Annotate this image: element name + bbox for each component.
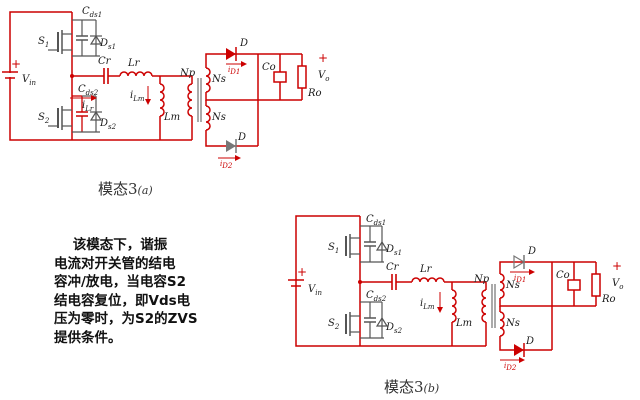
label-lr-b: Lr (419, 264, 433, 275)
description-line: 结电容复位，即Vds电 (54, 292, 191, 309)
label-ds2-a: Ds2 (99, 118, 117, 131)
description-line: 容冲/放电，当电容S2 (54, 274, 187, 290)
label-cr-a: Cr (98, 56, 112, 67)
inductor-lm-a (159, 83, 165, 117)
label-d2-b: D (525, 336, 534, 347)
mode-description: 该模态下，谐振 电流对开关管的结电 容冲/放电，当电容S2 结电容复位，即Vds… (54, 236, 240, 347)
inductor-lr-a (119, 71, 153, 77)
inductor-np-a (187, 83, 193, 117)
label-s1-a: S1 (38, 36, 49, 49)
svg-text:+: + (297, 265, 307, 279)
label-s1-b: S1 (328, 242, 339, 255)
resistor-ro-b (591, 262, 601, 306)
switch-s1-b (345, 234, 360, 258)
vin-source-a (2, 71, 18, 79)
diode-d1-b (513, 254, 526, 270)
inductor-ns2-b (499, 311, 505, 337)
label-ro-b: Ro (601, 294, 616, 305)
description-line: 电流对开关管的结电 (54, 255, 176, 272)
inductor-ns1-b (499, 273, 505, 299)
diode-d2-a (226, 139, 237, 153)
label-id2-b: iD2 (504, 362, 517, 372)
label-s2-b: S2 (328, 318, 340, 331)
label-co-b: Co (556, 270, 570, 281)
label-lr-a: Lr (127, 58, 141, 69)
diode-ds1-a (82, 19, 103, 56)
capacitor-cr-b (391, 274, 412, 290)
label-ds2-b: Ds2 (385, 322, 403, 335)
label-ns1-b: Ns (505, 280, 520, 291)
diode-ds2-a (82, 95, 103, 132)
label-ilr-a: iLr (82, 100, 94, 113)
label-ilm-a: iLm (130, 90, 145, 103)
label-vin-b: Vin (308, 284, 322, 297)
switch-s2-a (48, 106, 72, 130)
label-ds1-a: Ds1 (99, 38, 116, 51)
label-cds2-a: Cds2 (78, 84, 99, 97)
label-np-b: Np (473, 274, 490, 285)
label-s2-a: S2 (38, 112, 50, 125)
diode-ds1-b (370, 225, 389, 262)
resistor-ro-a (297, 54, 307, 100)
description-line: 压为零时，为S2的ZVS (54, 311, 198, 327)
caption-diagram-b: 模态3(b) (384, 378, 440, 396)
label-d1-b: D (527, 246, 536, 257)
label-d1-a: D (239, 38, 248, 49)
label-id1-a: iD1 (228, 66, 240, 76)
label-np-a: Np (179, 68, 196, 79)
label-co-a: Co (262, 62, 276, 73)
svg-text:+: + (318, 51, 328, 65)
label-cds1-b: Cds1 (366, 214, 386, 227)
label-cr-b: Cr (386, 262, 400, 273)
label-ns1-a: Ns (211, 74, 226, 85)
label-ro-a: Ro (307, 88, 322, 99)
capacitor-cds2-a (72, 95, 100, 133)
label-cds2-b: Cds2 (366, 290, 387, 303)
inductor-lr-b (411, 277, 445, 283)
label-d2-a: D (237, 132, 246, 143)
label-ns2-a: Ns (211, 112, 226, 123)
capacitor-cds2-b (360, 301, 384, 339)
inductor-lm-b (451, 289, 457, 323)
description-line: 提供条件。 (54, 329, 122, 346)
vin-source-b (288, 279, 304, 287)
label-vin-a: Vin (22, 74, 36, 87)
switch-s2-b (345, 312, 360, 336)
capacitor-cds1-b (360, 225, 384, 263)
description-line: 该模态下，谐振 (54, 237, 168, 253)
capacitor-cr-a (103, 68, 120, 84)
inductor-ns2-a (205, 105, 211, 131)
diode-ds2-b (370, 301, 389, 338)
inductor-np-b (481, 289, 487, 323)
circuit-diagram-b: + Vin S1 Cds1 (288, 214, 623, 372)
capacitor-co-b (567, 262, 581, 306)
circuit-diagram-a: + Vin S1 Cds1 (2, 6, 329, 170)
label-ds1-b: Ds1 (385, 244, 402, 257)
label-lm-a: Lm (163, 112, 180, 123)
label-id2-a: iD2 (220, 160, 233, 170)
diode-d1-a (226, 47, 237, 61)
diode-d2-b (514, 343, 525, 357)
label-ns2-b: Ns (505, 318, 520, 329)
label-id1-b: iD1 (514, 274, 526, 284)
capacitor-co-a (273, 54, 287, 100)
switch-s1-a (48, 30, 72, 54)
inductor-ns1-a (205, 67, 211, 93)
caption-diagram-a: 模态3(a) (98, 180, 153, 198)
svg-text:+: + (11, 57, 21, 71)
capacitor-cds1-a (72, 19, 100, 57)
label-lm-b: Lm (455, 318, 472, 329)
label-vo-b: Vo (612, 278, 623, 291)
label-cds1-a: Cds1 (82, 6, 102, 19)
label-vo-a: Vo (318, 70, 329, 83)
label-ilm-b: iLm (420, 298, 435, 311)
svg-text:+: + (612, 259, 622, 273)
